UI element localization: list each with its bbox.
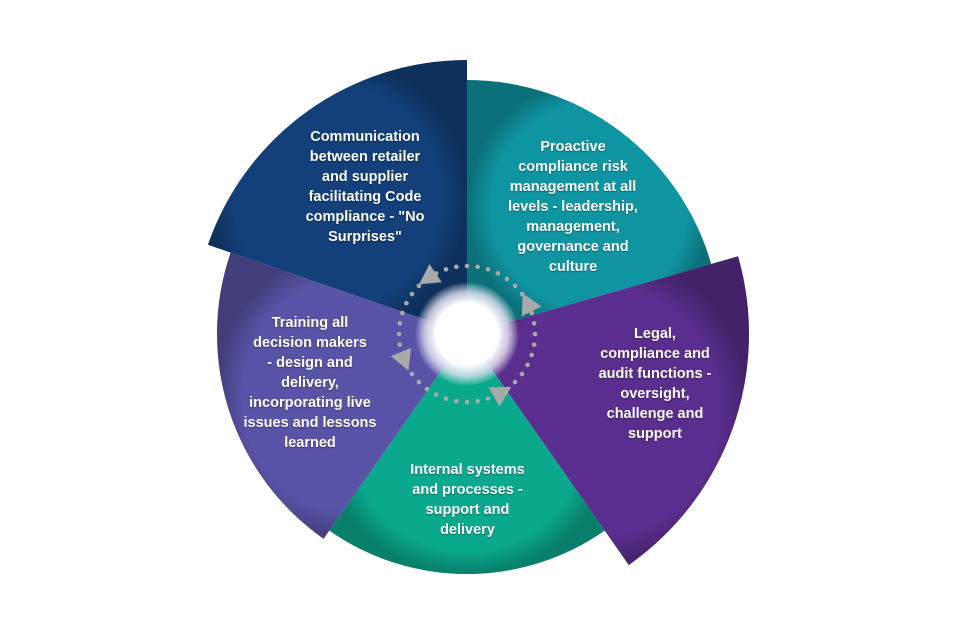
cycle-dot (433, 392, 439, 397)
cycle-dot (512, 379, 518, 385)
label-line: support (628, 426, 682, 442)
segment-label-communication: Communication between retailer and supplie… (285, 127, 445, 247)
cycle-dot (416, 379, 422, 385)
label-line: Training all (271, 315, 349, 331)
label-line: compliance risk (518, 159, 628, 175)
cycle-dot (519, 371, 525, 377)
cycle-arrowhead-icon (488, 386, 512, 407)
center-glow (415, 282, 519, 386)
segment-bevel (467, 80, 712, 334)
cycle-dot (475, 398, 480, 404)
cycle-dot (464, 399, 470, 405)
label-line: management at all (509, 179, 637, 195)
cycle-dot (531, 342, 537, 347)
cycle-dot (454, 398, 459, 404)
label-line: compliance and (600, 346, 710, 362)
label-line: delivery, (281, 375, 339, 391)
label-line: Surprises" (328, 229, 402, 245)
segment-label-training: Training all decision makers - design and d… (235, 313, 385, 453)
label-line: support and (425, 502, 510, 518)
label-line: culture (548, 259, 598, 275)
cycle-dot (485, 396, 491, 401)
cycle-dot (424, 386, 430, 392)
cycle-arrowhead-icon (390, 347, 412, 371)
segment-bevel (329, 334, 605, 575)
segment-label-legal: Legal, compliance and audit functions - ove… (570, 324, 740, 444)
cycle-dot (416, 283, 422, 289)
label-line: Legal, (634, 326, 676, 342)
label-line: facilitating Code (308, 189, 422, 205)
label-line: governance and (517, 239, 629, 255)
cycle-dot (532, 331, 538, 337)
segment-bevel (467, 256, 749, 566)
cycle-dot (525, 362, 530, 368)
cycle-dot (529, 352, 534, 358)
cycle-dot (512, 283, 518, 289)
label-line: management, (526, 219, 620, 235)
label-line: issues and lessons (243, 415, 377, 431)
cycle-dot (475, 264, 480, 270)
segment-label-proactive: Proactive compliance risk management at al… (488, 137, 658, 277)
cycle-arrowhead-icon (419, 264, 442, 285)
label-line: compliance - "No (305, 209, 425, 225)
cycle-dot (443, 267, 449, 272)
cycle-dot (409, 371, 415, 377)
label-line: learned (284, 435, 336, 451)
label-line: audit functions - (598, 366, 712, 382)
label-line: incorporating live (249, 395, 371, 411)
segment-bevel (217, 252, 467, 539)
cycle-dot (397, 342, 403, 347)
label-line: challenge and (606, 406, 704, 422)
segment-bevel (207, 60, 467, 334)
label-line: delivery (440, 522, 495, 538)
label-line: and processes - (412, 482, 523, 498)
cycle-dot (454, 264, 459, 270)
cycle-dot (443, 396, 449, 401)
label-line: - design and (267, 355, 353, 371)
label-line: Communication (310, 129, 420, 145)
cycle-dot (409, 291, 415, 297)
cycle-dot (400, 310, 405, 316)
label-line: Proactive (540, 139, 606, 155)
label-line: between retailer (309, 149, 421, 165)
cycle-dot (464, 263, 470, 269)
label-line: oversight, (620, 386, 690, 402)
cycle-dot (531, 321, 537, 326)
cycle-dot (404, 300, 409, 306)
label-line: decision makers (253, 335, 367, 351)
cycle-dot (504, 276, 510, 282)
cycle-arrowhead-icon (521, 293, 542, 317)
cycle-dot (396, 331, 402, 337)
cycle-dot (495, 271, 501, 276)
cycle-dot (485, 267, 491, 272)
label-line: Internal systems (410, 462, 525, 478)
label-line: and supplier (321, 169, 409, 185)
segment-label-internal: Internal systems and processes - support a… (385, 460, 550, 540)
label-line: levels - leadership, (508, 199, 638, 215)
cycle-dot (397, 321, 403, 326)
